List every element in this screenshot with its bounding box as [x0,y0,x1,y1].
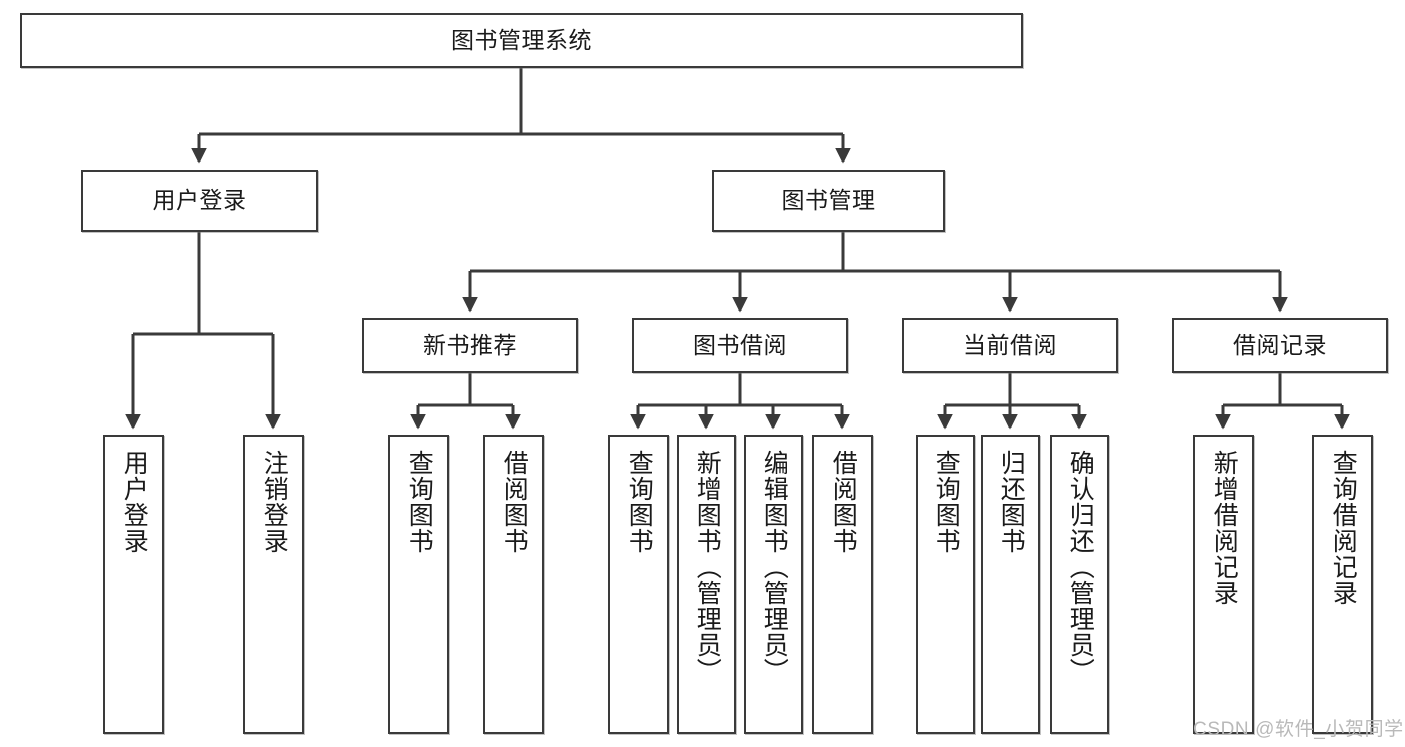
node-label: 编辑图书（管理员） [760,450,789,684]
node-label: 新书推荐 [423,331,517,358]
node-leaf-add-record[interactable]: 新增借阅记录 [1193,435,1254,734]
node-label: 新增借阅记录 [1210,450,1239,606]
node-book-borrow[interactable]: 图书借阅 [632,318,848,373]
node-label: 新增图书（管理员） [693,450,722,684]
node-leaf-confirm-return[interactable]: 确认归还（管理员） [1050,435,1109,734]
node-label: 图书管理系统 [451,26,592,53]
node-leaf-query-book-2[interactable]: 查询图书 [608,435,669,734]
node-leaf-borrow-book-1[interactable]: 借阅图书 [483,435,544,734]
node-leaf-edit-book[interactable]: 编辑图书（管理员） [744,435,803,734]
node-leaf-user-login[interactable]: 用户登录 [103,435,164,734]
node-label: 归还图书 [997,450,1026,554]
node-label: 查询图书 [405,450,434,554]
node-current-borrow[interactable]: 当前借阅 [902,318,1118,373]
node-root-system[interactable]: 图书管理系统 [20,13,1023,68]
node-leaf-query-record[interactable]: 查询借阅记录 [1312,435,1373,734]
node-label: 借阅图书 [500,450,529,554]
csdn-watermark: CSDN @软件_小贺同学 [1193,719,1404,740]
node-leaf-logout-login[interactable]: 注销登录 [243,435,304,734]
node-new-book-recommend[interactable]: 新书推荐 [362,318,578,373]
node-book-manage[interactable]: 图书管理 [712,170,945,232]
node-leaf-borrow-book-2[interactable]: 借阅图书 [812,435,873,734]
node-leaf-query-book-1[interactable]: 查询图书 [388,435,449,734]
node-leaf-add-book[interactable]: 新增图书（管理员） [677,435,736,734]
node-label: 借阅图书 [829,450,858,554]
node-label: 确认归还（管理员） [1066,450,1095,684]
node-label: 查询图书 [932,450,961,554]
node-leaf-query-book-3[interactable]: 查询图书 [916,435,975,734]
node-label: 图书管理 [781,187,876,214]
node-leaf-return-book[interactable]: 归还图书 [981,435,1040,734]
node-label: 查询借阅记录 [1329,450,1358,606]
node-label: 图书借阅 [693,331,787,358]
node-label: 借阅记录 [1233,331,1327,358]
node-user-login[interactable]: 用户登录 [81,170,318,232]
node-label: 查询图书 [625,450,654,554]
node-label: 注销登录 [260,450,289,554]
node-label: 当前借阅 [963,331,1057,358]
node-label: 用户登录 [120,450,149,554]
node-label: 用户登录 [152,187,247,214]
node-borrow-record[interactable]: 借阅记录 [1172,318,1388,373]
